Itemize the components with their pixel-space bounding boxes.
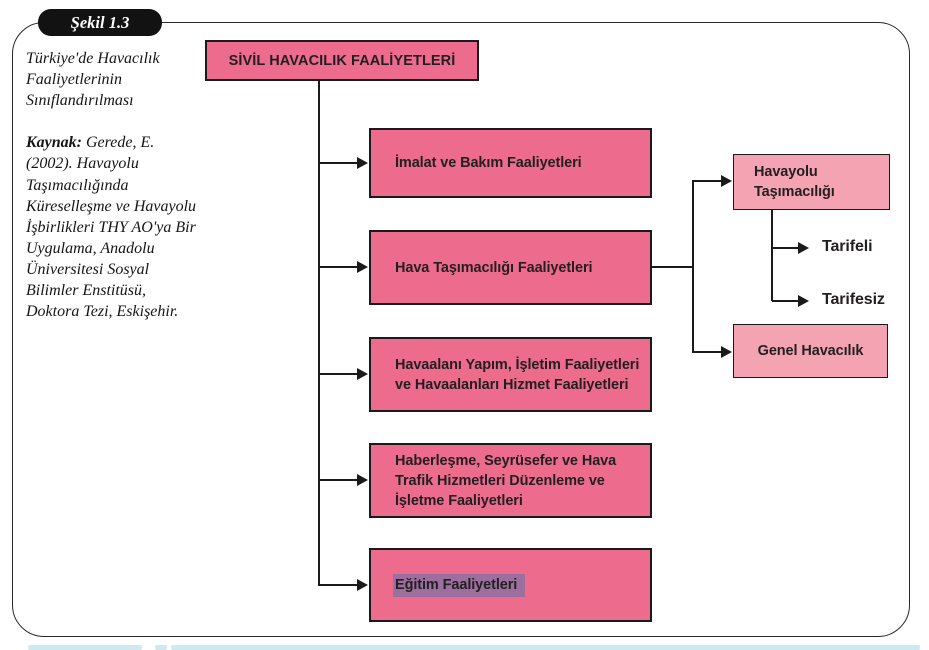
source-text: Gerede, E. (2002). Havayolu Taşımacılığı… xyxy=(26,134,197,321)
node-havayolu-tasimaciligi: Havayolu Taşımacılığı xyxy=(733,154,890,210)
connector-arrow xyxy=(319,578,368,591)
figure-source: Kaynak: Gerede, E. (2002). Havayolu Taşı… xyxy=(26,132,198,322)
source-label: Kaynak: xyxy=(26,134,82,152)
connector-line xyxy=(771,210,773,301)
connector-arrow xyxy=(772,294,809,307)
node-egitim-faaliyetleri: Eğitim Faaliyetleri xyxy=(369,548,652,622)
figure-caption-block: Türkiye'de Havacılık Faaliyetlerinin Sın… xyxy=(26,48,198,322)
connector-arrow xyxy=(772,241,809,254)
node-label: Hava Taşımacılığı Faaliyetleri xyxy=(395,259,593,276)
node-label: İmalat ve Bakım Faaliyetleri xyxy=(395,155,582,171)
trunk-line xyxy=(318,81,320,586)
connector-arrow xyxy=(319,473,368,486)
connector-line xyxy=(652,266,694,268)
node-label: Havayolu Taşımacılığı xyxy=(754,164,835,200)
connector-arrow xyxy=(693,345,732,358)
node-label: Havaalanı Yapım, İşletim Faaliyetleri ve… xyxy=(395,356,640,393)
node-havaalani-yapim: Havaalanı Yapım, İşletim Faaliyetleri ve… xyxy=(369,337,652,412)
leaf-tarifeli: Tarifeli xyxy=(822,238,873,255)
node-sivil-havacilik-faaliyetleri: SİVİL HAVACILIK FAALİYETLERİ xyxy=(205,40,479,81)
figure-caption-title: Türkiye'de Havacılık Faaliyetlerinin Sın… xyxy=(26,50,160,110)
node-genel-havacilik: Genel Havacılık xyxy=(733,324,888,378)
selected-text-highlight: Eğitim Faaliyetleri xyxy=(393,573,526,597)
node-label: Haberleşme, Seyrüsefer ve Hava Trafik Hi… xyxy=(395,452,617,509)
node-hava-tasimaciligi: Hava Taşımacılığı Faaliyetleri xyxy=(369,230,652,305)
bottom-highlight-strip xyxy=(28,645,142,650)
node-label: SİVİL HAVACILIK FAALİYETLERİ xyxy=(228,52,456,69)
node-haberlesme-seyrusefer: Haberleşme, Seyrüsefer ve Hava Trafik Hi… xyxy=(369,443,652,518)
figure-label: Şekil 1.3 xyxy=(70,12,130,32)
leaf-tarifesiz: Tarifesiz xyxy=(822,291,885,308)
connector-arrow xyxy=(319,156,368,169)
bottom-highlight-strip xyxy=(171,645,920,650)
figure-label-pill: Şekil 1.3 xyxy=(38,9,162,36)
connector-arrow xyxy=(319,260,368,273)
node-label: Genel Havacılık xyxy=(757,343,864,359)
node-imalat-ve-bakim: İmalat ve Bakım Faaliyetleri xyxy=(369,128,652,198)
connector-arrow xyxy=(319,367,368,380)
connector-line xyxy=(692,180,694,353)
bottom-highlight-strip xyxy=(155,645,167,650)
connector-arrow xyxy=(693,174,732,187)
